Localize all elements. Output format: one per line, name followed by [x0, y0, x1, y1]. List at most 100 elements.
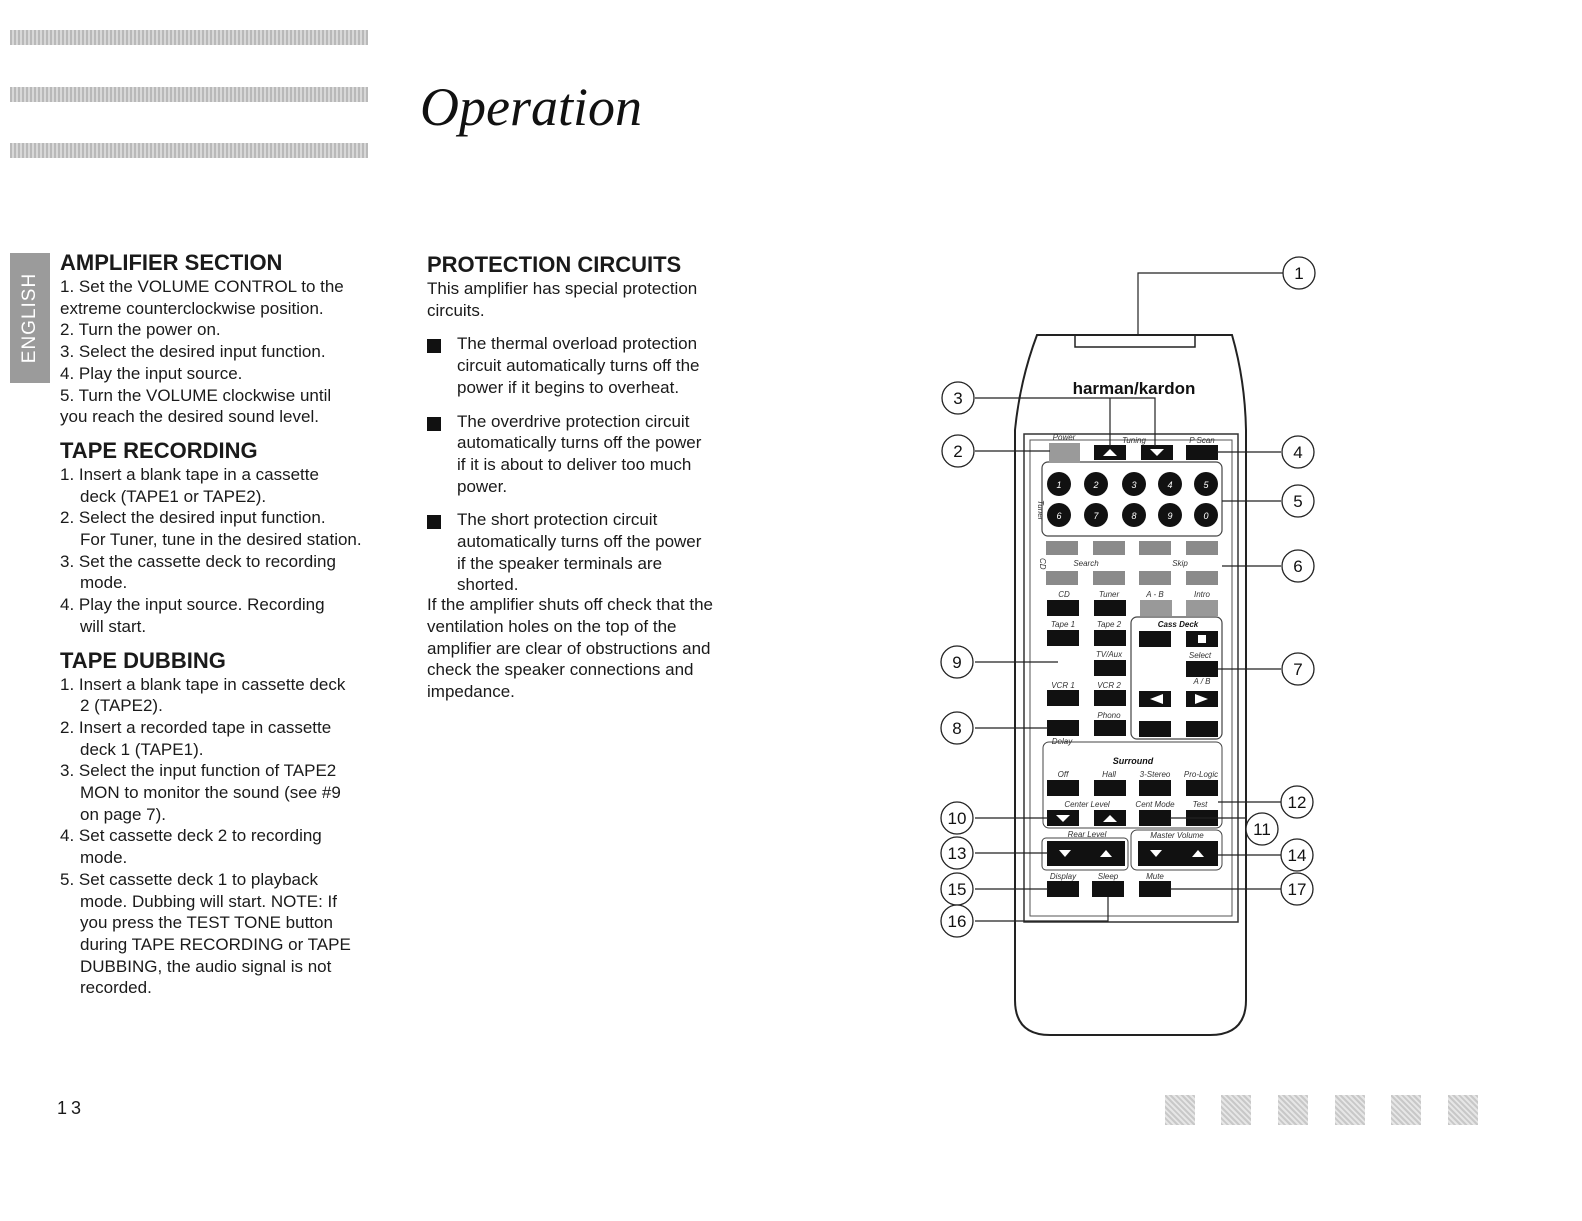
tape2-label: Tape 2	[1097, 620, 1122, 629]
callout-number: 2	[953, 442, 962, 461]
center-level-label: Center Level	[1064, 800, 1110, 809]
callout-number: 12	[1288, 793, 1307, 812]
footer-pattern-square	[1448, 1095, 1478, 1125]
select-button	[1186, 661, 1218, 677]
amplifier-heading: AMPLIFIER SECTION	[60, 250, 283, 275]
footer-pattern-square	[1335, 1095, 1365, 1125]
tape1-label: Tape 1	[1051, 620, 1075, 629]
text-line: mode. Dubbing will start. NOTE: If	[80, 891, 337, 911]
page-title: Operation	[420, 77, 642, 137]
middle-column: PROTECTION CIRCUITS This amplifier has s…	[427, 252, 747, 703]
digit-label: 9	[1167, 511, 1172, 521]
text-line: deck 1 (TAPE1).	[80, 739, 204, 759]
power-label: Power	[1053, 433, 1076, 442]
down-arrow-icon	[1150, 850, 1162, 857]
test-button	[1186, 810, 1218, 826]
callout-number: 14	[1288, 846, 1307, 865]
delay-label: Delay	[1052, 737, 1073, 746]
leader-line	[1137, 272, 1283, 335]
digit-label: 2	[1092, 480, 1098, 490]
text-line: circuit automatically turns off the	[457, 356, 700, 376]
skip-label: Skip	[1172, 559, 1188, 568]
text-line: 1. Set the VOLUME CONTROL to the	[60, 277, 344, 296]
language-tab-label: ENGLISH	[19, 272, 41, 364]
text-line: 1. Insert a blank tape in a cassette	[60, 464, 319, 484]
digit-button	[1047, 472, 1071, 496]
text-line: on page 7).	[80, 804, 167, 824]
text-line: if the speaker terminals are	[457, 553, 663, 573]
deck-fwd-button	[1186, 691, 1218, 707]
up-arrow-icon	[1100, 850, 1112, 857]
text-line: 3. Select the input function of TAPE2	[60, 761, 337, 781]
sleep-label: Sleep	[1098, 872, 1119, 881]
rear-level-label: Rear Level	[1068, 830, 1107, 839]
remote-inner-panel	[1023, 433, 1239, 923]
skip-back-button	[1139, 571, 1171, 585]
digit-button	[1084, 503, 1108, 527]
text-line: extreme counterclockwise position.	[60, 298, 324, 318]
right-arrow-icon	[1195, 694, 1208, 704]
text-line: 2. Select the desired input function.	[60, 508, 326, 528]
digit-label: 0	[1203, 511, 1208, 521]
text-line: mode.	[80, 848, 128, 868]
digit-label: 4	[1167, 480, 1172, 490]
digit-button	[1194, 472, 1218, 496]
pscan-label: P Scan	[1189, 436, 1215, 445]
left-column: AMPLIFIER SECTION 1. Set the VOLUME CONT…	[60, 250, 400, 999]
tape-recording-steps: 1. Insert a blank tape in a cassette dec…	[60, 464, 400, 638]
phono-label: Phono	[1097, 711, 1121, 720]
cent-mode-button	[1139, 810, 1171, 826]
master-volume-frame	[1130, 829, 1223, 871]
center-level-down-button	[1047, 810, 1079, 826]
callout-number: 16	[948, 912, 967, 931]
text-line: This amplifier has special protection	[427, 279, 698, 298]
prologic-button	[1186, 780, 1218, 796]
prologic-label: Pro-Logic	[1184, 770, 1218, 779]
cd-label: CD	[1058, 590, 1070, 599]
tape2-button	[1094, 630, 1126, 646]
digit-button	[1122, 472, 1146, 496]
text-line: impedance.	[427, 681, 515, 701]
tuner-label: Tuner	[1099, 590, 1120, 599]
callout-circle	[940, 801, 974, 835]
callout-number: 7	[1293, 660, 1302, 679]
callout-circle	[940, 872, 974, 906]
callout-number: 5	[1293, 492, 1302, 511]
deck-stop-button	[1186, 631, 1218, 647]
footer-pattern-square	[1165, 1095, 1195, 1125]
tuning-label: Tuning	[1122, 436, 1146, 445]
text-line: 1. Insert a blank tape in cassette deck	[60, 674, 346, 694]
tuner-keypad-frame	[1041, 461, 1223, 537]
surround-label: Surround	[1113, 756, 1154, 766]
text-line: recorded.	[80, 978, 152, 998]
text-line: For Tuner, tune in the desired station.	[80, 530, 362, 550]
disc-button	[1046, 541, 1078, 555]
display-label: Display	[1050, 872, 1077, 881]
footer-pattern-square	[1391, 1095, 1421, 1125]
digit-label: 1	[1056, 480, 1061, 490]
footer-pattern-square	[1221, 1095, 1251, 1125]
remote-inner-panel	[1029, 439, 1233, 917]
display-button	[1047, 881, 1079, 897]
text-line: 4. Play the input source.	[60, 363, 243, 383]
callout-circle	[1281, 652, 1315, 686]
test-label: Test	[1193, 800, 1209, 809]
deck-ffwd-button	[1186, 721, 1218, 737]
skip-fwd-button	[1186, 571, 1218, 585]
callout-circle	[1280, 785, 1314, 819]
up-arrow-icon	[1103, 449, 1117, 456]
down-arrow-icon	[1056, 815, 1070, 822]
sleep-button	[1092, 881, 1124, 897]
leader-line	[975, 897, 1109, 922]
tape-dubbing-steps: 1. Insert a blank tape in cassette deck …	[60, 674, 400, 1000]
pscan-button	[1186, 445, 1218, 460]
tuning-down-button	[1141, 445, 1173, 460]
callout-numbers: 1 2 3 4 5 6 7 8 9 10 11 12 13 14 15 16 1…	[948, 264, 1307, 931]
tape-recording-heading: TAPE RECORDING	[60, 437, 258, 463]
select-label: Select	[1189, 651, 1212, 660]
leader-line	[975, 397, 1156, 446]
page-number: 13	[57, 1098, 86, 1118]
tuner-side-label: Tuner	[1036, 500, 1045, 521]
callout-number: 15	[948, 880, 967, 899]
callout-number: 4	[1293, 443, 1302, 462]
